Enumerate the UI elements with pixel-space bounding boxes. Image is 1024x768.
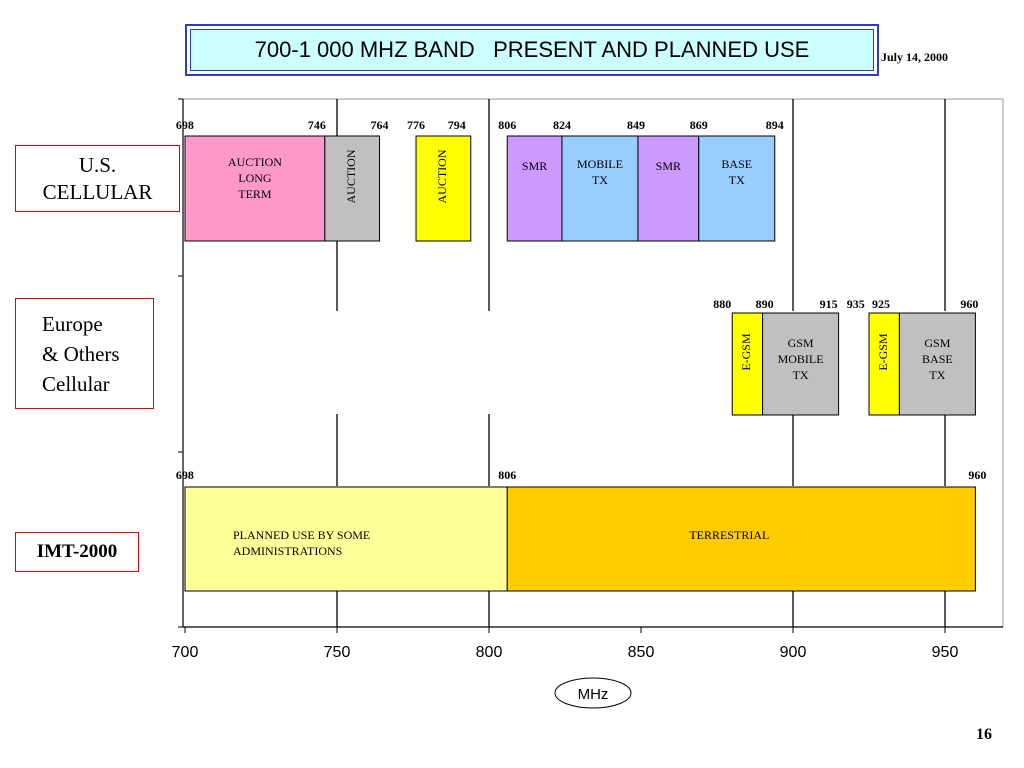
freq-label-europe-3: 935 (847, 297, 865, 311)
band-label-us-1: AUCTION (344, 149, 358, 203)
freq-label-us-9: 894 (766, 118, 784, 132)
row-label-europe-line1: Europe (42, 311, 103, 336)
row-label-us-line2: CELLULAR (42, 179, 153, 204)
x-tick-label-700: 700 (172, 644, 199, 661)
band-us-2 (415, 135, 472, 242)
x-tick-label-800: 800 (476, 644, 503, 661)
band-us-0 (184, 135, 326, 242)
band-imt-0 (184, 486, 508, 592)
band-label-imt-0-1: ADMINISTRATIONS (233, 544, 342, 558)
row-label-us-line1: U.S. (78, 152, 117, 177)
row-label-europe: Europe & Others Cellular (15, 298, 154, 409)
freq-label-us-4: 794 (448, 118, 466, 132)
band-label-us-3-0: SMR (522, 159, 547, 173)
band-label-europe-3-0: GSM (924, 336, 950, 350)
freq-label-imt-2: 960 (968, 468, 986, 482)
band-us-3 (506, 135, 563, 242)
freq-label-europe-1: 890 (756, 297, 774, 311)
band-label-imt-0-0: PLANNED USE BY SOME (233, 528, 370, 542)
x-axis-label: MHz (578, 686, 609, 703)
x-tick-label-850: 850 (628, 644, 655, 661)
band-label-us-0-2: TERM (238, 187, 272, 201)
page-number: 16 (976, 726, 992, 743)
band-label-imt-1: TERRESTRIAL (689, 528, 769, 542)
freq-label-europe-5: 960 (960, 297, 978, 311)
freq-label-us-0: 698 (176, 118, 194, 132)
row-label-imt: IMT-2000 (15, 532, 139, 572)
band-label-us-0-1: LONG (238, 171, 272, 185)
freq-label-us-6: 824 (553, 118, 571, 132)
freq-label-us-3: 776 (407, 118, 425, 132)
band-label-us-6-0: BASE (721, 157, 752, 171)
band-us-5 (637, 135, 700, 242)
freq-label-imt-1: 806 (498, 468, 516, 482)
band-label-europe-2: E-GSM (876, 333, 890, 371)
title-box: 700-1 000 MHZ BAND PRESENT AND PLANNED U… (185, 24, 879, 76)
freq-label-us-5: 806 (498, 118, 516, 132)
freq-label-europe-2: 915 (820, 297, 838, 311)
band-us-4 (561, 135, 639, 242)
band-label-europe-1-1: MOBILE (778, 352, 824, 366)
row-label-us: U.S. CELLULAR (15, 145, 180, 212)
band-label-europe-1-2: TX (793, 368, 809, 382)
band-label-europe-3-1: BASE (922, 352, 953, 366)
x-tick-label-750: 750 (324, 644, 351, 661)
page-title: 700-1 000 MHZ BAND PRESENT AND PLANNED U… (190, 29, 874, 71)
band-label-us-2: AUCTION (435, 149, 449, 203)
freq-label-us-1: 746 (308, 118, 326, 132)
band-label-us-5-0: SMR (656, 159, 681, 173)
band-us-6 (698, 135, 776, 242)
band-label-us-4-0: MOBILE (577, 157, 623, 171)
row-label-europe-line3: Cellular (42, 371, 110, 396)
xlabel-ellipse (554, 677, 632, 709)
band-label-us-6-1: TX (729, 173, 745, 187)
band-europe-3 (898, 312, 976, 416)
band-label-europe-3-2: TX (929, 368, 945, 382)
band-label-us-0-0: AUCTION (228, 155, 282, 169)
freq-label-us-7: 849 (627, 118, 645, 132)
row-label-europe-line2: & Others (42, 341, 120, 366)
band-europe-1 (762, 312, 840, 416)
freq-label-imt-0: 698 (176, 468, 194, 482)
band-imt-1 (506, 486, 976, 592)
band-label-europe-0: E-GSM (739, 333, 753, 371)
date-label: July 14, 2000 (881, 50, 949, 64)
freq-label-us-8: 869 (690, 118, 708, 132)
band-label-us-4-1: TX (592, 173, 608, 187)
x-tick-label-950: 950 (932, 644, 959, 661)
freq-label-europe-0: 880 (713, 297, 731, 311)
x-tick-label-900: 900 (780, 644, 807, 661)
band-label-europe-1-0: GSM (788, 336, 814, 350)
band-us-1 (324, 135, 381, 242)
freq-label-us-2: 764 (371, 118, 389, 132)
freq-label-europe-4: 925 (872, 297, 890, 311)
band-europe-2 (868, 312, 900, 416)
